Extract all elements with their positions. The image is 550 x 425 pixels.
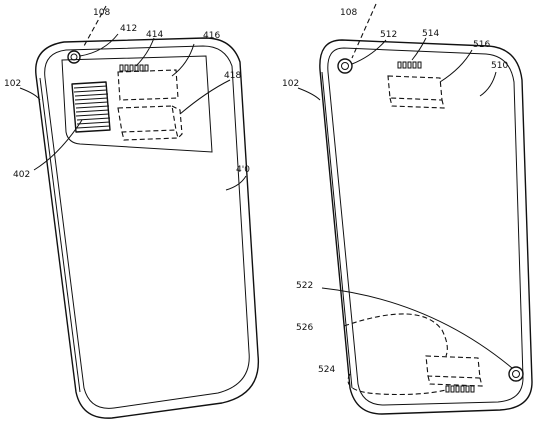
right-module-526 — [425, 355, 483, 387]
label-516: 516 — [473, 40, 490, 50]
left-leader-402 — [33, 119, 83, 171]
right-leader-526 — [343, 313, 448, 357]
right-bottom-connector-pins — [445, 385, 475, 393]
left-leader-410 — [225, 175, 247, 191]
label-512: 512 — [380, 30, 397, 40]
label-102-right: 102 — [282, 79, 299, 89]
right-device-bezel — [327, 47, 524, 406]
label-108-right: 108 — [340, 8, 357, 18]
left-module-418 — [117, 105, 183, 141]
right-leader-512 — [351, 39, 387, 65]
right-leader-108 — [351, 3, 377, 59]
right-leader-102 — [297, 87, 321, 101]
right-leader-522 — [321, 287, 513, 369]
label-418: 418 — [224, 71, 241, 81]
label-526: 526 — [296, 323, 313, 333]
left-leader-414 — [135, 37, 155, 67]
label-524: 524 — [318, 365, 335, 375]
right-camera-lens-outer — [337, 58, 353, 74]
left-device-bezel — [44, 45, 250, 409]
left-device-outer-body — [35, 37, 260, 419]
right-leader-524 — [347, 373, 447, 396]
left-device: 108 412 414 416 418 102 402 4'0 — [4, 5, 260, 419]
label-410: 4'0 — [236, 165, 250, 175]
right-leader-516 — [439, 49, 473, 83]
right-camera-lens-inner — [341, 62, 349, 70]
right-device-outer-body — [319, 39, 533, 415]
left-leader-412 — [79, 33, 119, 57]
left-connector-pins — [119, 64, 149, 72]
label-414: 414 — [146, 30, 163, 40]
right-connector-pins — [397, 61, 422, 69]
right-device: 108 512 514 516 510 102 522 526 524 — [282, 3, 533, 415]
left-camera-lens-inner — [70, 53, 78, 61]
left-leader-102 — [19, 87, 41, 101]
right-module-516 — [387, 75, 445, 109]
right-device-side-edge — [321, 71, 353, 389]
label-510: 510 — [491, 61, 508, 71]
left-leader-418 — [179, 79, 231, 115]
label-412: 412 — [120, 24, 137, 34]
label-522: 522 — [296, 281, 313, 291]
right-bottom-lens-inner — [512, 370, 520, 378]
left-cover-panel — [61, 55, 213, 153]
left-module-416 — [117, 69, 179, 101]
label-416: 416 — [203, 31, 220, 41]
left-camera-lens-outer — [67, 50, 81, 64]
right-leader-510 — [479, 71, 497, 97]
right-bottom-lens-outer — [508, 366, 524, 382]
left-device-side-edge — [39, 77, 81, 393]
label-514: 514 — [422, 29, 439, 39]
left-leader-416 — [171, 43, 195, 77]
right-leader-514 — [411, 37, 427, 61]
label-402: 402 — [13, 170, 30, 180]
label-102-left: 102 — [4, 79, 21, 89]
label-108-left: 108 — [93, 8, 110, 18]
left-hatched-pad-402 — [71, 81, 111, 133]
